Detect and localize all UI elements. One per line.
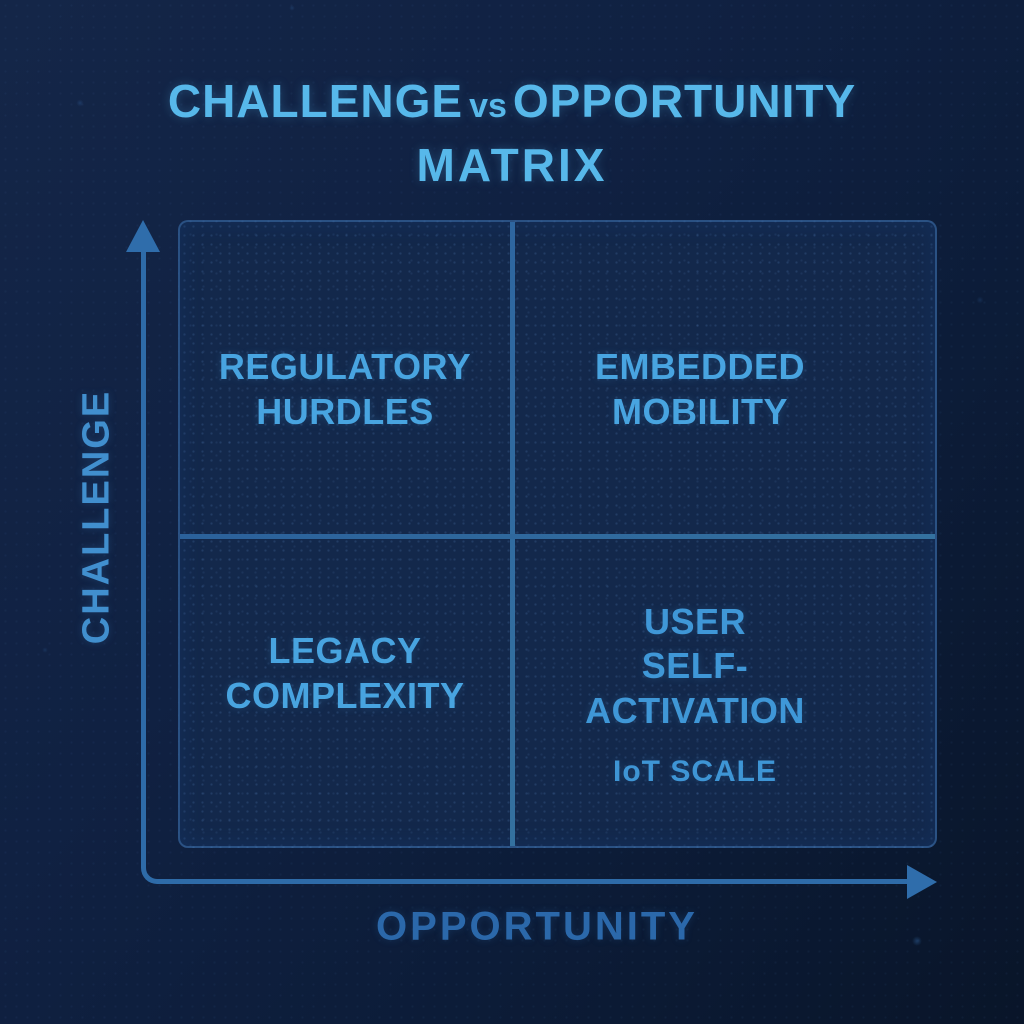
quadrant-top-left: REGULATORY HURDLES [180,222,510,534]
quadrant-bottom-right-label: USER SELF- ACTIVATION [585,600,805,731]
axis-lines [141,250,911,884]
matrix-panel: REGULATORY HURDLES EMBEDDED MOBILITY LEG… [178,220,937,848]
quadrant-bottom-left-label: LEGACY COMPLEXITY [225,629,465,716]
quadrant-bottom-right-sublabel: IoT SCALE [613,755,777,789]
y-axis-arrow-icon [126,220,160,252]
quadrant-top-left-label: REGULATORY HURDLES [218,346,472,432]
title-part1: CHALLENGE [167,75,464,127]
title-part2: OPPORTUNITY [512,75,857,127]
horizontal-divider [180,534,935,539]
title-line2: MATRIX [416,139,608,191]
quadrant-bottom-right: USER SELF- ACTIVATION IoT SCALE [515,539,939,850]
x-axis-label: OPPORTUNITY [376,904,698,949]
quadrant-bottom-left: LEGACY COMPLEXITY [180,539,510,850]
quadrant-top-right-label: EMBEDDED MOBILITY [594,346,805,432]
x-axis-arrow-icon [907,865,937,899]
y-axis-label: CHALLENGE [75,389,118,645]
title-separator: vs [469,87,507,125]
quadrant-top-right: EMBEDDED MOBILITY [515,222,939,534]
